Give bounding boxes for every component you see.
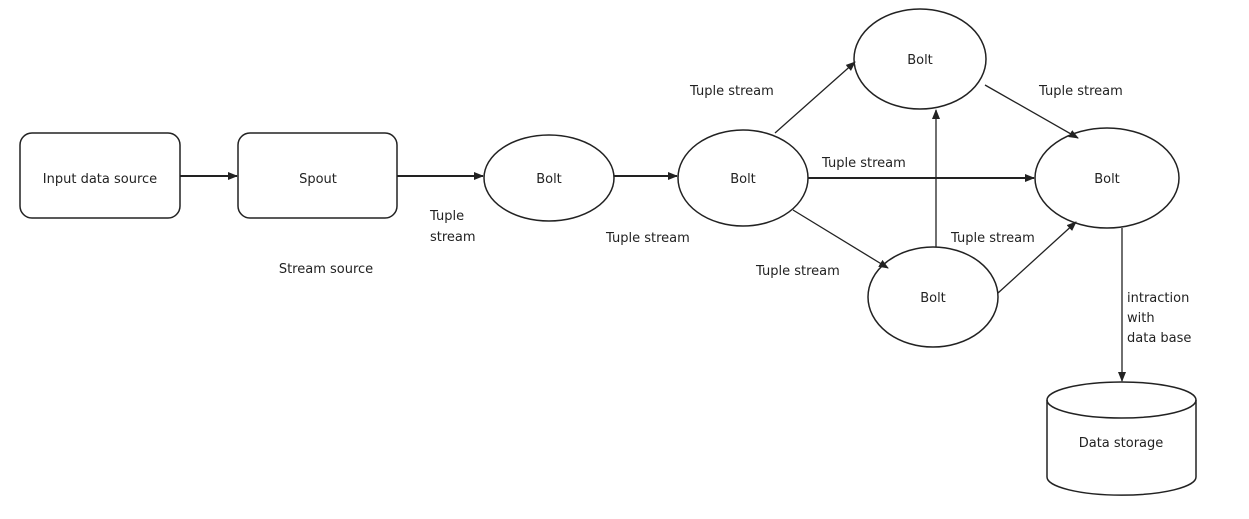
edge-label-spout-bolt1-l1: Tuple bbox=[429, 209, 464, 224]
input-node-label: Input data source bbox=[43, 172, 157, 187]
bolt-node-top bbox=[853, 8, 987, 110]
bolt2-label: Bolt bbox=[730, 172, 756, 187]
edge-label-bolt2-right: Tuple stream bbox=[821, 156, 906, 171]
bolt-top-label: Bolt bbox=[907, 53, 933, 68]
edge-label-db-l3: data base bbox=[1127, 331, 1191, 346]
arrow-bolt2-bottom bbox=[792, 209, 889, 269]
edge-label-bolt2-top: Tuple stream bbox=[689, 84, 774, 99]
bolt-node-right bbox=[1034, 127, 1180, 229]
bolt-node-bottom bbox=[867, 246, 999, 348]
edge-label-db-l1: intraction bbox=[1127, 291, 1189, 306]
bolt-right-label: Bolt bbox=[1094, 172, 1120, 187]
storage-label: Data storage bbox=[1079, 436, 1164, 451]
edge-label-spout-bolt1-l2: stream bbox=[430, 230, 476, 245]
edge-label-bolt1-bolt2: Tuple stream bbox=[605, 231, 690, 246]
stream-source-caption: Stream source bbox=[279, 262, 373, 277]
arrow-bottom-right bbox=[997, 221, 1077, 294]
edge-label-bottom-right: Tuple stream bbox=[950, 231, 1035, 246]
bolt-bottom-label: Bolt bbox=[920, 291, 946, 306]
edge-label-bolt2-bottom: Tuple stream bbox=[755, 264, 840, 279]
edge-label-db-l2: with bbox=[1127, 311, 1155, 326]
arrow-top-right bbox=[984, 84, 1079, 139]
spout-node-label: Spout bbox=[299, 172, 337, 187]
arrow-bolt2-top bbox=[774, 61, 856, 134]
bolt-node-1 bbox=[483, 134, 615, 222]
data-storage-cylinder bbox=[1046, 381, 1197, 496]
edge-label-top-right: Tuple stream bbox=[1038, 84, 1123, 99]
bolt1-label: Bolt bbox=[536, 172, 562, 187]
